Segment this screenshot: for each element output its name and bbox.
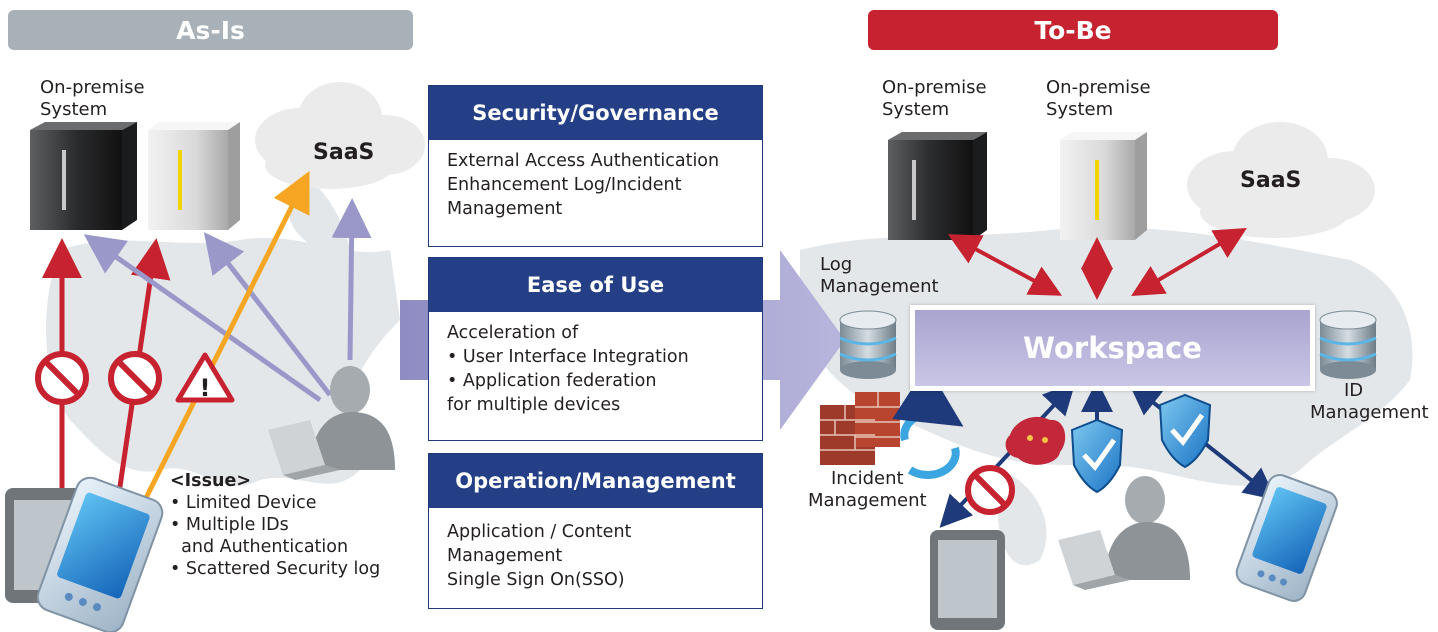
as-is-saas-label: SaaS — [313, 140, 375, 165]
issue-list: <Issue> • Limited Device • Multiple IDs … — [170, 470, 380, 580]
box-line: Application / Content — [447, 522, 632, 542]
to-be-onprem-label-1: On-premise System — [882, 77, 987, 121]
onprem-label-line: On-premise — [40, 77, 145, 98]
to-be-saas-label: SaaS — [1240, 168, 1302, 193]
as-is-block-sign-1 — [35, 351, 89, 405]
log-label-line: Management — [820, 276, 939, 297]
id-label-line: ID — [1344, 380, 1364, 401]
id-db-icon — [1319, 310, 1377, 379]
box-title: Security/Governance — [429, 86, 762, 140]
issue-title: <Issue> — [170, 471, 251, 491]
box-line: Enhancement Log/Incident — [447, 175, 682, 195]
svg-text:!: ! — [200, 374, 211, 402]
to-be-header: To-Be — [868, 10, 1278, 50]
to-be-block-sign — [965, 465, 1015, 515]
firewall-icon — [820, 392, 900, 465]
shield-icon-1 — [1070, 418, 1124, 494]
log-db-icon — [839, 310, 897, 379]
issue-item: • Scattered Security log — [170, 559, 381, 579]
sync-icon — [892, 365, 964, 479]
shield-icon-2 — [1158, 393, 1212, 469]
box-line: Management — [447, 546, 563, 566]
workspace-box: Workspace — [910, 305, 1315, 391]
box-line: • Application federation — [447, 371, 657, 391]
id-management-label: ID Management — [1310, 380, 1429, 424]
incident-label-line: Incident — [830, 468, 904, 489]
box-title: Operation/Management — [429, 454, 762, 508]
to-be-tablet — [930, 530, 1005, 630]
id-label-line: Management — [1310, 402, 1429, 423]
box-line: Management — [447, 199, 563, 219]
to-be-light-server — [1060, 132, 1147, 240]
box-line: for multiple devices — [447, 395, 621, 415]
onprem-label-line: System — [40, 99, 108, 120]
as-is-smartphone — [36, 476, 164, 632]
to-be-smartphone — [1235, 474, 1338, 602]
box-line: Acceleration of — [447, 323, 579, 343]
to-be-cloud — [1187, 122, 1375, 238]
as-is-onprem-label: On-premise System — [40, 77, 145, 121]
box-line: Single Sign On(SSO) — [447, 570, 625, 590]
to-be-dark-server — [888, 132, 987, 240]
log-management-label: Log Management — [820, 254, 939, 298]
issue-item: and Authentication — [170, 537, 349, 557]
ease-of-use-box: Ease of Use Acceleration of • User Inter… — [428, 257, 763, 441]
virus-icon — [1005, 416, 1066, 465]
as-is-light-server — [148, 122, 240, 230]
as-is-dark-server — [30, 122, 137, 230]
issue-item: • Limited Device — [170, 493, 317, 513]
as-is-header: As-Is — [8, 10, 413, 50]
as-is-cloud — [255, 82, 425, 189]
as-is-user — [268, 366, 395, 480]
log-label-line: Log — [820, 254, 853, 275]
issue-item: • Multiple IDs — [170, 515, 289, 535]
onprem-label-line: On-premise — [1046, 77, 1151, 98]
onprem-label-line: On-premise — [882, 77, 987, 98]
as-is-block-sign-2 — [108, 351, 162, 405]
as-is-warning-sign: ! — [175, 352, 235, 403]
to-be-onprem-label-2: On-premise System — [1046, 77, 1151, 121]
box-title: Ease of Use — [429, 258, 762, 312]
onprem-label-line: System — [1046, 99, 1114, 120]
incident-management-label: Incident Management — [808, 468, 927, 512]
operation-management-box: Operation/Management Application / Conte… — [428, 453, 763, 609]
box-line: External Access Authentication — [447, 151, 720, 171]
to-be-user — [1058, 476, 1190, 590]
security-governance-box: Security/Governance External Access Auth… — [428, 85, 763, 247]
incident-label-line: Management — [808, 490, 927, 511]
onprem-label-line: System — [882, 99, 950, 120]
box-line: • User Interface Integration — [447, 347, 689, 367]
